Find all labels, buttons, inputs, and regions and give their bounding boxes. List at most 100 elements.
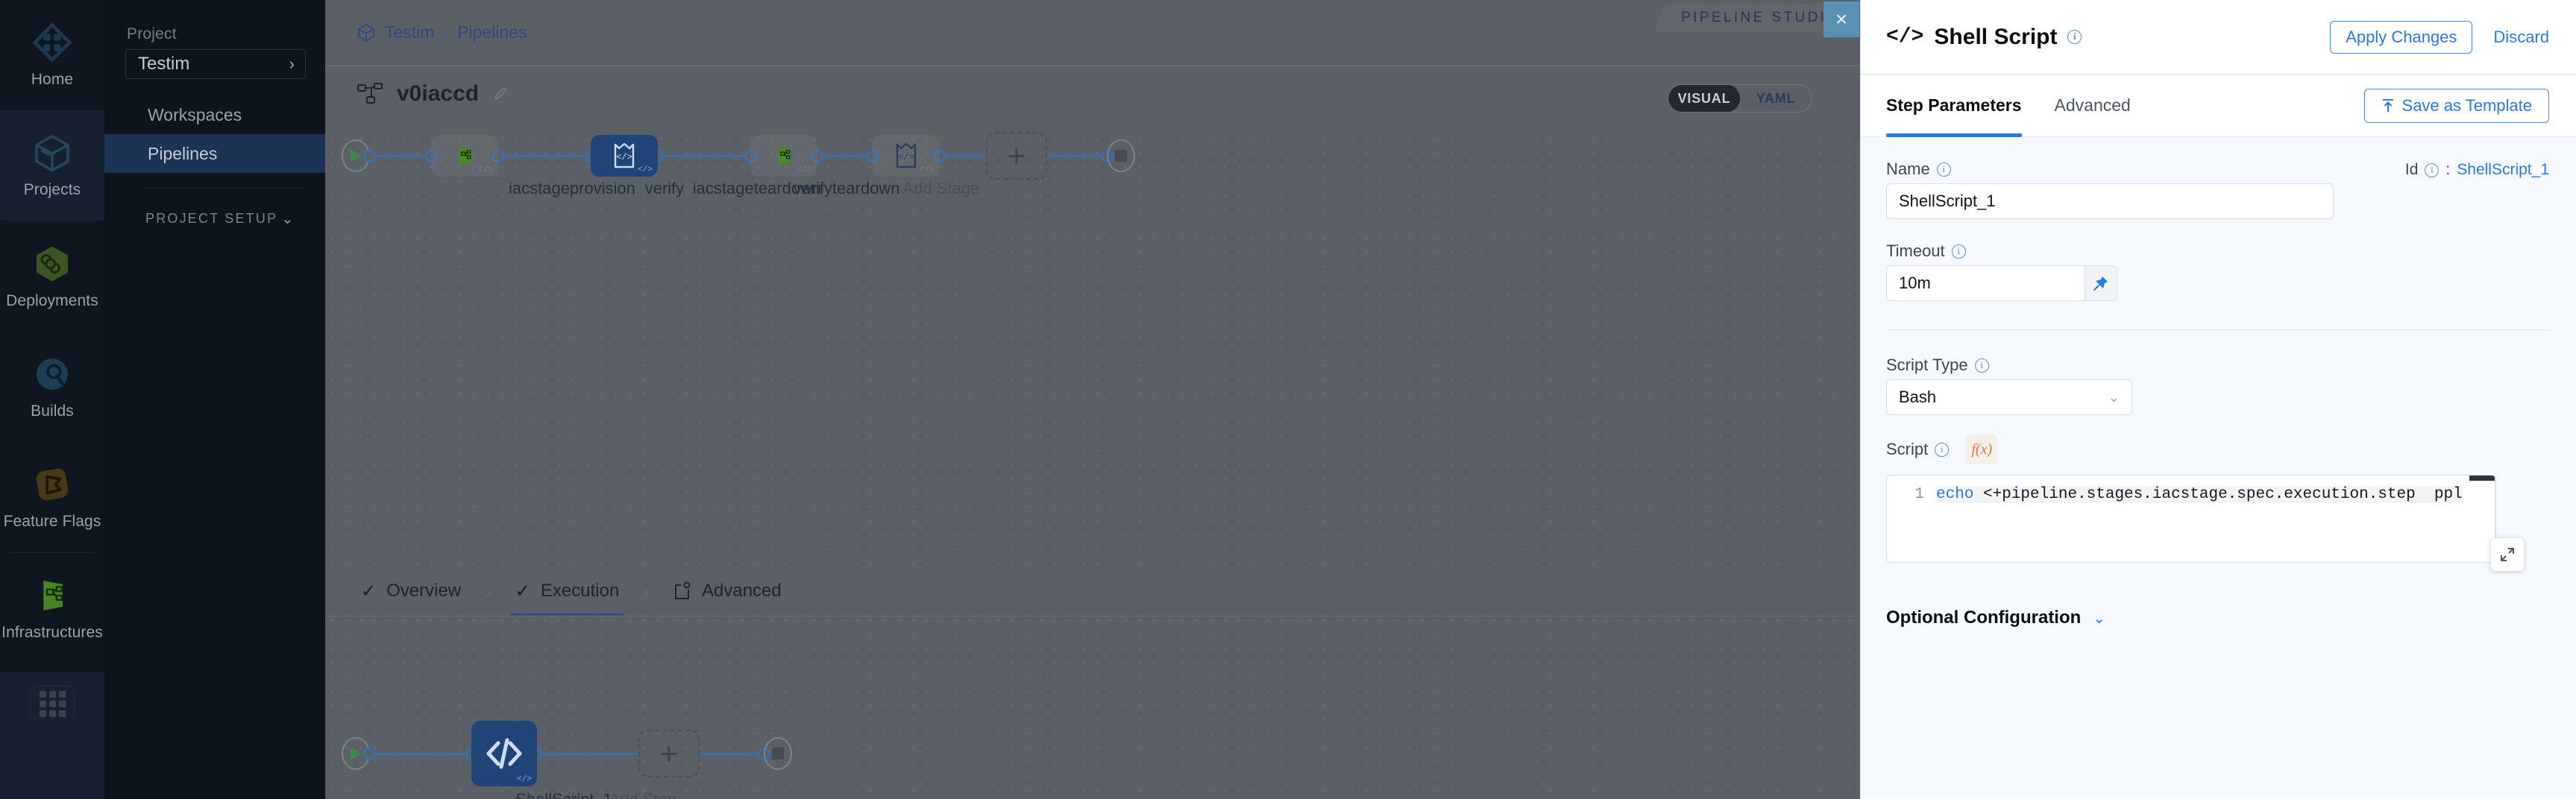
sidebar-item-workspaces[interactable]: Workspaces [104, 95, 325, 134]
toggle-yaml[interactable]: YAML [1756, 90, 1796, 106]
expand-editor-button[interactable] [2491, 538, 2524, 571]
stage-label-verifyteardown: verifyteardown [793, 179, 900, 198]
rail-item-infrastructures[interactable]: Infrastructures [0, 553, 104, 663]
project-selector-value: Testim [138, 54, 190, 74]
nav-divider [145, 188, 304, 189]
tab-panel-advanced[interactable]: Advanced [2054, 95, 2131, 115]
rail-item-home[interactable]: Home [0, 0, 104, 110]
rail-item-label: Infrastructures [1, 624, 103, 641]
step-node-shellscript-1[interactable]: </> [471, 721, 537, 786]
script-code-editor[interactable]: 1 echo <+pipeline.stages.iacstage.spec.e… [1886, 475, 2496, 563]
advanced-gear-icon [675, 581, 691, 599]
stage-node-verifyteardown[interactable]: </> </> [873, 135, 940, 177]
stage-node-verify[interactable]: </> </> [591, 135, 658, 177]
cube-icon [35, 134, 69, 172]
script-icon: </> [896, 142, 917, 168]
tab-step-parameters[interactable]: Step Parameters [1886, 75, 2022, 137]
chevron-down-icon: ⌄ [2093, 610, 2106, 627]
project-setup-section[interactable]: PROJECT SETUP ⌄ [104, 189, 325, 228]
flag-icon [36, 468, 69, 501]
stop-square-icon [1115, 150, 1127, 162]
tab-label: Overview [386, 581, 462, 601]
play-triangle-icon [351, 747, 361, 760]
connector-line [504, 154, 585, 157]
panel-tabs: Step Parameters Advanced Save as Templat… [1861, 75, 2576, 137]
infrastructure-icon [778, 146, 791, 165]
check-icon: ✓ [361, 581, 377, 601]
script-label: Script [1886, 440, 1929, 458]
svg-text:</>: </> [616, 152, 632, 162]
code-text: echo <+pipeline.stages.iacstage.spec.exe… [1936, 486, 2463, 503]
breadcrumb-item-pipelines[interactable]: Pipelines [457, 22, 527, 42]
connector-port [933, 149, 946, 162]
rail-item-projects[interactable]: Projects [0, 110, 104, 221]
toggle-visual[interactable]: VISUAL [1668, 85, 1740, 112]
script-type-value: Bash [1899, 388, 1937, 406]
connector-port [425, 149, 438, 162]
rail-item-deployments[interactable]: Deployments [0, 221, 104, 332]
save-as-template-button[interactable]: Save as Template [2363, 88, 2549, 123]
expression-fx-button[interactable]: f(x) [1966, 435, 1998, 464]
page-title: v0iaccd [397, 81, 480, 106]
tab-advanced[interactable]: Advanced [669, 566, 786, 616]
pencil-edit-icon[interactable] [492, 86, 509, 102]
apps-grid-button[interactable] [30, 686, 75, 721]
add-step-button[interactable]: + [638, 730, 700, 777]
script-label-group: Script i f(x) [1886, 435, 2549, 464]
info-icon[interactable]: i [2067, 30, 2082, 44]
timeout-input[interactable]: 10m [1886, 265, 2085, 301]
info-icon[interactable]: i [1951, 244, 1966, 259]
build-pie-icon [37, 359, 68, 390]
view-mode-toggle[interactable]: VISUAL YAML [1668, 84, 1812, 113]
add-stage-button[interactable]: + [986, 132, 1047, 180]
apply-changes-button[interactable]: Apply Changes [2330, 20, 2473, 54]
sidebar-item-pipelines[interactable]: Pipelines [104, 134, 325, 173]
home-diamond-icon [32, 22, 72, 63]
connector-port [867, 149, 879, 162]
rail-item-feature-flags[interactable]: Feature Flags [0, 442, 104, 552]
stage-label-iacstageprovision: iacstageprovision [509, 179, 635, 198]
discard-button[interactable]: Discard [2493, 27, 2549, 46]
code-line: 1 echo <+pipeline.stages.iacstage.spec.e… [1887, 476, 2495, 503]
name-label-group: Name i [1886, 160, 1951, 179]
panel-header: </> Shell Script i Apply Changes Discard [1861, 0, 2576, 75]
stage-node-iacstageprovision[interactable]: </> [431, 135, 498, 177]
id-value: ShellScript_1 [2457, 161, 2549, 178]
info-icon[interactable]: i [1974, 358, 1989, 373]
infrastructure-icon [459, 146, 471, 165]
project-setup-label: PROJECT SETUP [145, 211, 278, 226]
play-triangle-icon [351, 149, 361, 162]
check-icon: ✓ [515, 581, 530, 601]
step-type-tag: </> [517, 775, 532, 784]
rail-item-builds[interactable]: Builds [0, 332, 104, 442]
breadcrumb-item-project[interactable]: Testim [385, 22, 435, 42]
timeout-pin-button[interactable] [2085, 265, 2117, 301]
infinity-hex-icon [37, 246, 68, 282]
apps-grid-icon [39, 691, 66, 717]
breadcrumb: Testim › Pipelines › [356, 22, 541, 42]
rail-item-label: Feature Flags [3, 513, 101, 530]
connector-line [376, 154, 425, 157]
pipeline-icon [357, 83, 383, 104]
pipeline-end-node [1107, 139, 1135, 172]
primary-nav-rail: Home Projects Deployments [0, 0, 104, 799]
script-type-select[interactable]: Bash ⌄ [1886, 379, 2132, 415]
tab-overview[interactable]: ✓ Overview [356, 566, 465, 616]
project-selector[interactable]: Testim › [125, 49, 306, 79]
rail-item-label: Deployments [6, 292, 98, 309]
fx-label: f(x) [1971, 440, 1993, 458]
timeout-field-group: 10m [1886, 265, 2117, 301]
pipeline-title-group: v0iaccd [356, 81, 509, 107]
info-icon[interactable]: i [1935, 442, 1950, 457]
project-label: Project [127, 25, 177, 42]
code-body: <+pipeline.stages.iacstage.spec.executio… [1973, 486, 2463, 503]
info-icon[interactable]: i [1936, 162, 1951, 177]
editor-scrollbar-thumb[interactable] [2469, 476, 2495, 481]
info-icon[interactable]: i [2425, 162, 2440, 177]
stage-node-iacstageteardown[interactable]: </> [750, 135, 817, 177]
upload-template-icon [2382, 98, 2393, 112]
optional-configuration-toggle[interactable]: Optional Configuration ⌄ [1886, 607, 2549, 628]
name-input[interactable]: ShellScript_1 [1886, 183, 2334, 219]
tab-execution[interactable]: ✓ Execution [510, 566, 624, 616]
close-panel-button[interactable]: × [1823, 1, 1859, 37]
